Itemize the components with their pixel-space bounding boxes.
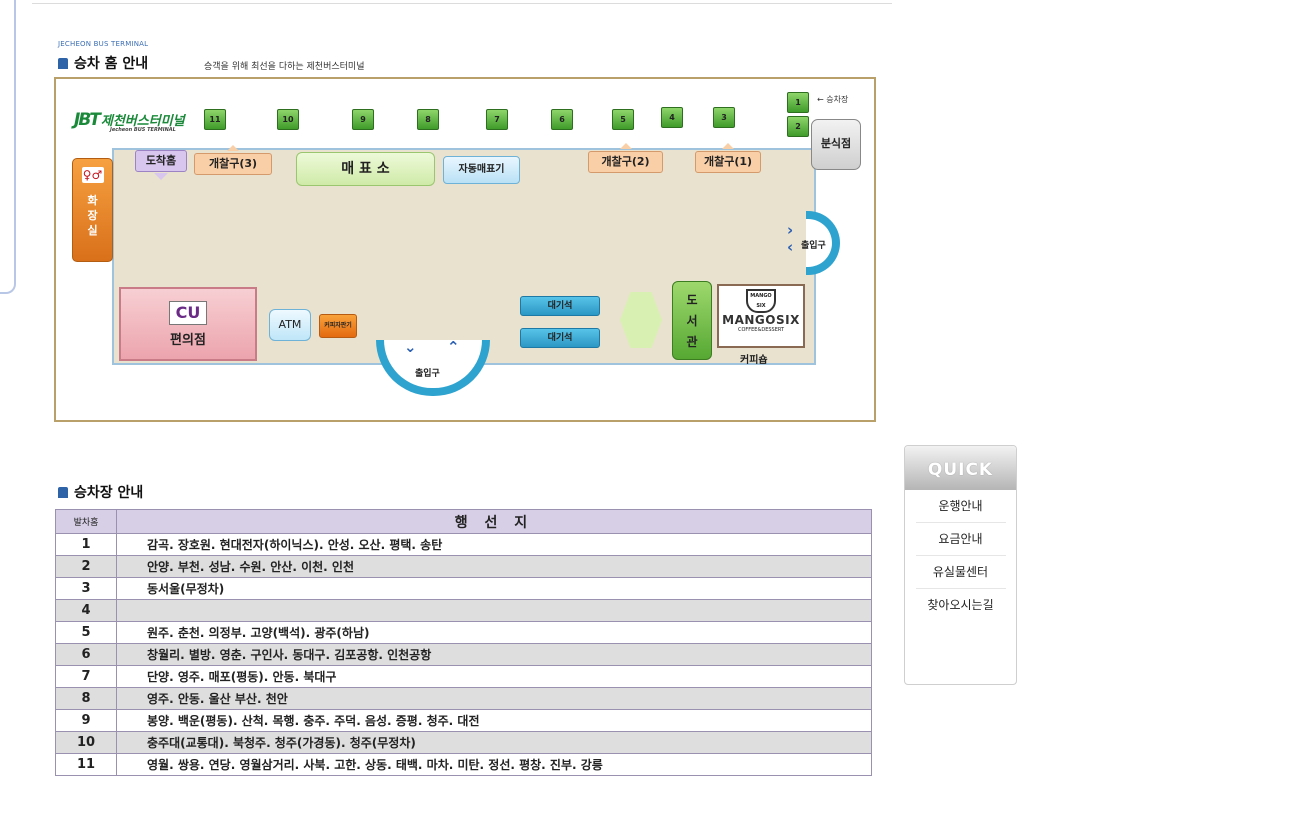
- quick-link-fares[interactable]: 요금안내: [915, 523, 1006, 556]
- waiting-seat: 대기석: [520, 328, 600, 348]
- platform-4[interactable]: 4: [661, 107, 683, 128]
- chevron-down-icon: ⌄: [404, 338, 417, 356]
- quick-title: QUICK: [905, 446, 1016, 490]
- platform-number: 3: [55, 577, 117, 600]
- platform-number: 6: [55, 643, 117, 666]
- gate-1: 개찰구(1): [695, 143, 761, 173]
- destinations: 원주. 춘천. 의정부. 고양(백석). 광주(하남): [116, 621, 872, 644]
- platform-9[interactable]: 9: [352, 109, 374, 130]
- destinations: 봉양. 백운(평동). 산척. 목행. 충주. 주덕. 음성. 증평. 청주. …: [116, 709, 872, 732]
- south-entrance-label: 출입구: [415, 369, 440, 379]
- cu-logo: CU: [168, 301, 208, 325]
- platform-3[interactable]: 3: [713, 107, 735, 128]
- platform-number: 4: [55, 599, 117, 622]
- ticket-office: 매 표 소: [296, 152, 435, 186]
- restroom-icon: ♀♂: [81, 167, 104, 183]
- platform-2[interactable]: 2: [787, 116, 809, 137]
- platform-5[interactable]: 5: [612, 109, 634, 130]
- quick-link-lost-found[interactable]: 유실물센터: [915, 556, 1006, 589]
- platform-11[interactable]: 11: [204, 109, 226, 130]
- ticket-kiosk: 자동매표기: [443, 156, 520, 184]
- left-frame: [0, 0, 16, 294]
- destinations: 감곡. 장호원. 현대전자(하이닉스). 안성. 오산. 평택. 송탄: [116, 533, 872, 556]
- platform-1[interactable]: 1: [787, 92, 809, 113]
- quick-menu: QUICK 운행안내 요금안내 유실물센터 찾아오시는길: [904, 445, 1017, 685]
- waiting-seat: 대기석: [520, 296, 600, 316]
- destinations: 충주대(교통대). 북청주. 청주(가경동). 청주(무정차): [116, 731, 872, 754]
- page-subtitle: 승객을 위해 최선을 다하는 제천버스터미널: [204, 62, 365, 72]
- platform-legend: ← 승차장: [817, 95, 849, 104]
- destinations: 안양. 부천. 성남. 수원. 안산. 이천. 인천: [116, 555, 872, 578]
- eng-title: JECHEON BUS TERMINAL: [58, 40, 149, 48]
- gate-3: 개찰구(3): [194, 145, 272, 175]
- destinations: 동서울(무정차): [116, 577, 872, 600]
- quick-link-operation[interactable]: 운행안내: [915, 490, 1006, 523]
- platform-number: 5: [55, 621, 117, 644]
- arrival-platform: 도착홈: [135, 150, 187, 180]
- destinations: 창월리. 별방. 영춘. 구인사. 동대구. 김포공항. 인천공항: [116, 643, 872, 666]
- bullet-icon: [58, 58, 68, 69]
- chevron-up-icon: ⌃: [447, 338, 460, 356]
- destinations: 영주. 안동. 울산 부산. 천안: [116, 687, 872, 710]
- chevron-right-icon: ›: [787, 221, 794, 239]
- platform-10[interactable]: 10: [277, 109, 299, 130]
- gate-2: 개찰구(2): [588, 143, 663, 173]
- restroom: ♀♂ 화장실: [72, 158, 113, 262]
- coffee-vending-machine: 커피자판기: [319, 314, 357, 338]
- east-entrance-label: 출입구: [801, 241, 826, 251]
- atm: ATM: [269, 309, 311, 341]
- bullet-icon: [58, 487, 68, 498]
- pillar: [620, 292, 662, 348]
- coffee-cup-icon: MANGO SIX: [746, 289, 776, 313]
- platform-number: 7: [55, 665, 117, 688]
- platform-7[interactable]: 7: [486, 109, 508, 130]
- divider: [32, 3, 892, 4]
- chevron-left-icon: ‹: [787, 238, 794, 256]
- bookstore: 도서관: [672, 281, 712, 360]
- platform-number: 1: [55, 533, 117, 556]
- mangosix-cafe: MANGO SIX MANGOSIX COFFEE&DESSERT: [717, 284, 805, 348]
- destinations: [116, 599, 872, 622]
- platform-number: 2: [55, 555, 117, 578]
- platform-number: 10: [55, 731, 117, 754]
- routes-title: 승차장 안내: [58, 482, 143, 502]
- convenience-store: CU 편의점: [119, 287, 257, 361]
- platform-number: 9: [55, 709, 117, 732]
- platform-6[interactable]: 6: [551, 109, 573, 130]
- platform-number: 11: [55, 753, 117, 776]
- col-platform: 발차홈: [55, 509, 117, 534]
- table-header: 발차홈 행 선 지: [55, 509, 872, 534]
- snack-bar: 분식점: [811, 119, 861, 170]
- table-row: 4: [55, 599, 872, 622]
- destinations: 영월. 쌍용. 연당. 영월삼거리. 사북. 고한. 상동. 태백. 마차. 미…: [116, 753, 872, 776]
- platform-number: 8: [55, 687, 117, 710]
- coffee-shop-label: 커피숍: [740, 355, 768, 366]
- destinations: 단양. 영주. 매포(평동). 안동. 북대구: [116, 665, 872, 688]
- quick-link-directions[interactable]: 찾아오시는길: [927, 598, 994, 612]
- col-destination: 행 선 지: [116, 509, 872, 534]
- page-title: 승차 홈 안내: [58, 53, 148, 73]
- platform-8[interactable]: 8: [417, 109, 439, 130]
